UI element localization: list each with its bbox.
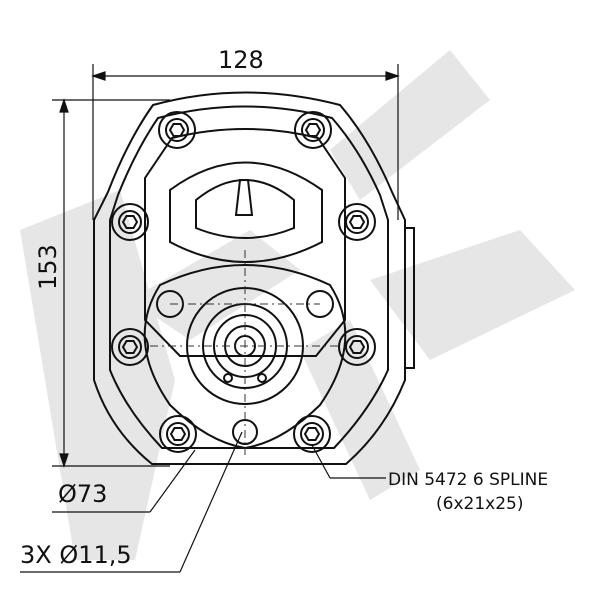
bolt-top-left (158, 111, 196, 149)
bolt-mid-left (111, 203, 149, 241)
dimension-lines (20, 64, 400, 573)
bolt-low-left (111, 328, 149, 366)
spline-callout-line1: DIN 5472 6 SPLINE (388, 470, 549, 490)
bolt-bottom-left (159, 415, 197, 453)
centerlines (150, 250, 340, 455)
watermark-logo (20, 50, 575, 560)
bolt-top-right (294, 111, 332, 149)
spline-callout-line2: (6x21x25) (436, 494, 524, 514)
dimension-width-label: 128 (218, 46, 264, 74)
dimension-holes-label: 3X Ø11,5 (20, 541, 132, 569)
dimension-height-label: 153 (34, 244, 62, 290)
bolt-group (111, 111, 376, 453)
pump-body (93, 91, 415, 465)
dimension-flange-diameter-label: Ø73 (58, 480, 108, 508)
bolt-low-right (338, 328, 376, 366)
bolt-bottom-right (293, 415, 331, 453)
bolt-mid-right (338, 203, 376, 241)
